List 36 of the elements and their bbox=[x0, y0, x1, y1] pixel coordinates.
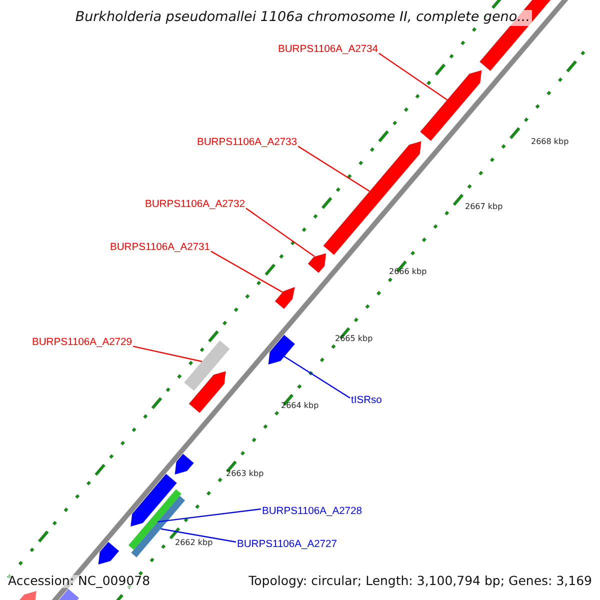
gene-label: tISRso bbox=[351, 396, 382, 406]
gene-block bbox=[188, 371, 226, 413]
tick-label: 2663 kbp bbox=[226, 470, 264, 478]
gene-block bbox=[308, 253, 326, 273]
gene-block bbox=[174, 454, 194, 474]
leader-line bbox=[160, 528, 236, 543]
tick-label: 2667 kbp bbox=[465, 203, 503, 211]
gene-label: BURPS1106A_A2732 bbox=[145, 200, 245, 210]
gene-label: BURPS1106A_A2729 bbox=[32, 338, 132, 348]
gene-label: BURPS1106A_A2731 bbox=[110, 243, 210, 254]
gene-label: BURPS1106A_A2728 bbox=[262, 507, 362, 518]
leader-line bbox=[378, 52, 460, 108]
leader-line bbox=[132, 346, 202, 362]
gene-label: BURPS1106A_A2733 bbox=[197, 138, 297, 148]
leader-line bbox=[246, 208, 315, 257]
gene-block bbox=[130, 474, 177, 526]
tick-label: 2666 kbp bbox=[389, 268, 427, 276]
gene-block bbox=[268, 334, 295, 364]
gene-block bbox=[274, 287, 295, 309]
footer-text: Accession: NC_009078 bbox=[8, 575, 150, 588]
tick-label: 2668 kbp bbox=[531, 138, 569, 146]
leader-line bbox=[158, 508, 262, 522]
gene-block bbox=[323, 141, 422, 255]
footer-text: Topology: circular; Length: 3,100,794 bp; Genes: 3,169 bbox=[248, 575, 592, 588]
gene-block bbox=[98, 542, 119, 564]
gene-block bbox=[420, 70, 482, 141]
map-title: Burkholderia pseudomallei 1106a chromosome II, complete geno... bbox=[73, 10, 532, 26]
gene-bar bbox=[184, 340, 230, 391]
tick-label: 2662 kbp bbox=[175, 539, 213, 547]
gene-label: BURPS1106A_A2734 bbox=[278, 45, 378, 56]
tick-label: 2665 kbp bbox=[335, 335, 373, 343]
gene-label: BURPS1106A_A2727 bbox=[237, 540, 337, 550]
leader-line bbox=[284, 356, 350, 398]
leader-line bbox=[298, 146, 370, 192]
tick-label: 2664 kbp bbox=[281, 402, 319, 410]
leader-line bbox=[210, 250, 283, 293]
